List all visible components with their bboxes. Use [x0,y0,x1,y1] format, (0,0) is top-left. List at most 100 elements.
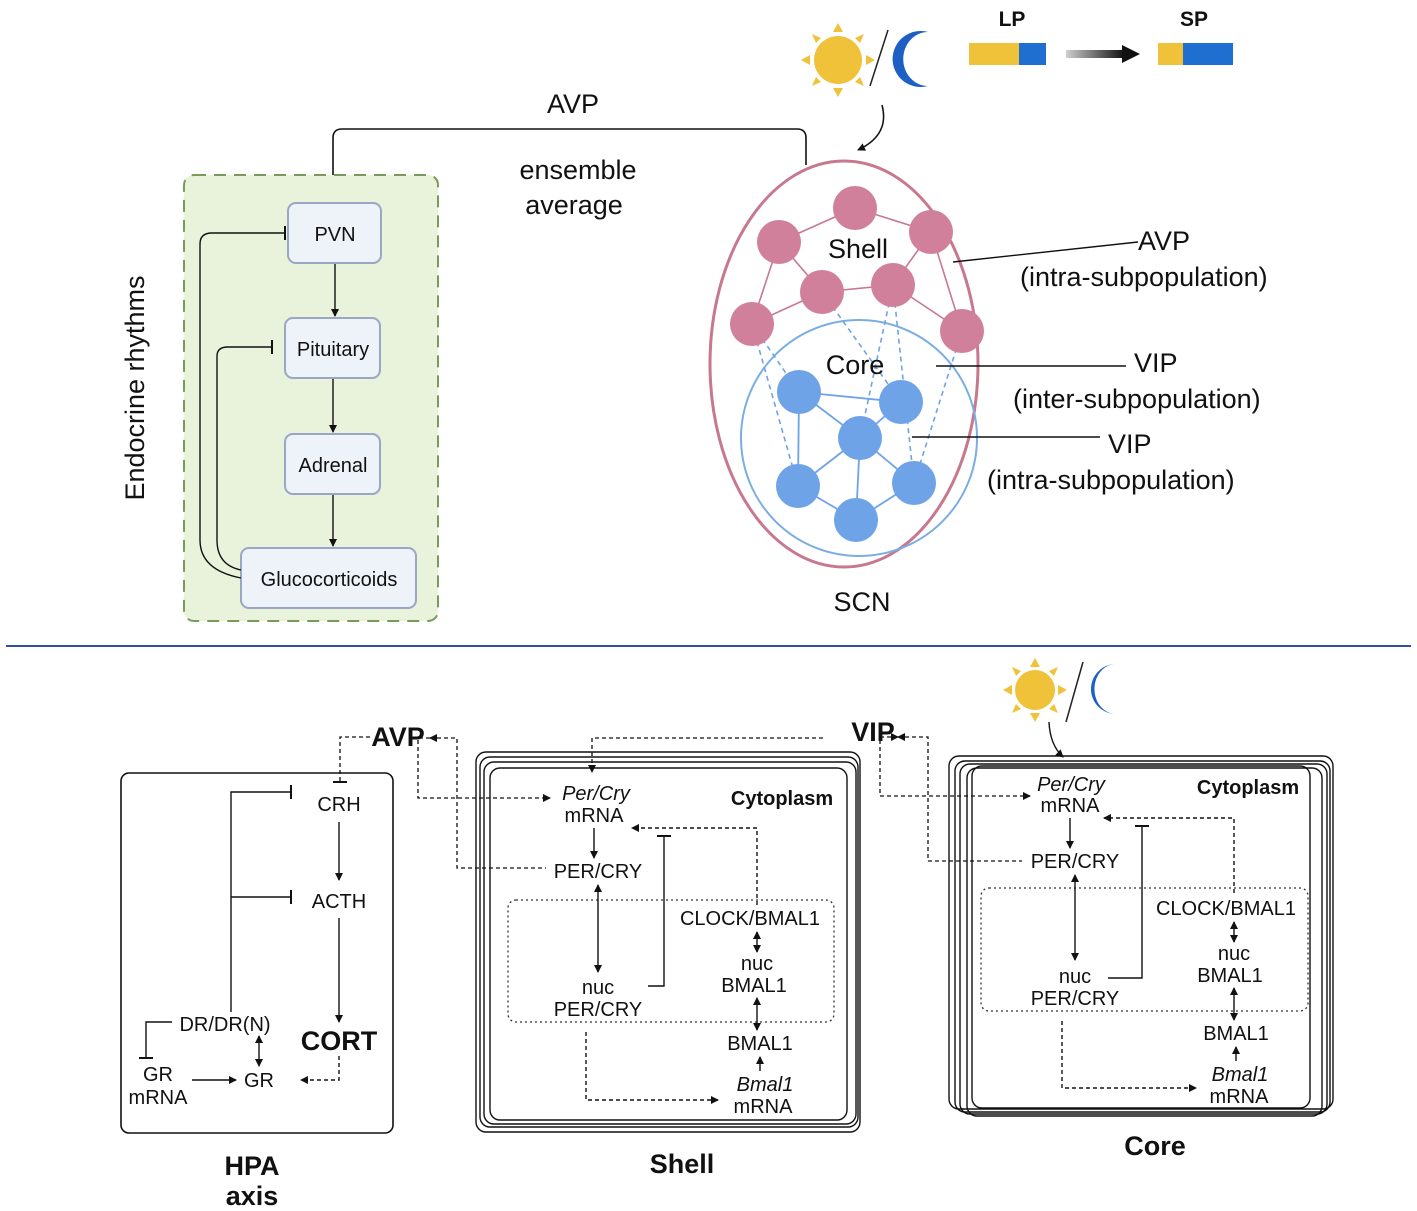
average-label: average [525,190,623,220]
shell-neuron [730,302,774,346]
sp-label: SP [1180,8,1208,31]
shell-neuron [757,220,801,264]
box-pvn: PVN [287,202,382,264]
pituitary-label: Pituitary [297,339,369,361]
core-neurons [776,370,936,542]
core-bmal1-mrna-2: mRNA [1210,1086,1270,1108]
shell-neurons [730,186,984,353]
core-bmal1: BMAL1 [1203,1023,1269,1045]
hpa-caption-1: HPA [224,1151,279,1181]
sun-icon [801,23,875,97]
core-bmal1-mrna-1: Bmal1 [1212,1064,1269,1086]
shell-neuron [940,309,984,353]
shell-per-cry: PER/CRY [554,861,643,883]
gr-mrna-label-1: GR [143,1064,173,1086]
annotation-avp-intra: AVP [1138,226,1190,256]
annotation-vip-inter: VIP [1134,348,1178,378]
vip-bottom-label: VIP [851,717,895,747]
lp-bar [969,43,1046,65]
core-neuron [777,370,821,414]
core-neuron [776,464,820,508]
annotation-avp-intra-sub: (intra-subpopulation) [1020,262,1268,292]
pvn-label: PVN [314,224,355,246]
sp-bar [1158,43,1233,65]
shell-cell-stack [475,751,861,1133]
shell-neuron [871,263,915,307]
scn-label: SCN [833,587,890,617]
core-neuron [879,380,923,424]
ensemble-label: ensemble [519,155,636,185]
shell-bmal1: BMAL1 [727,1033,793,1055]
shell-neuron [800,270,844,314]
shell-caption: Shell [650,1149,715,1179]
core-per-cry: PER/CRY [1031,851,1120,873]
shell-nuc-bmal1-2: BMAL1 [721,975,787,997]
hpa-axis-box [120,772,394,1134]
core-clock-bmal1: CLOCK/BMAL1 [1156,898,1296,920]
shell-cytoplasm-label: Cytoplasm [731,788,833,810]
core-per-cry-mrna-2: mRNA [1041,795,1101,817]
shell-nucleus [507,899,835,1023]
shell-clock-bmal1: CLOCK/BMAL1 [680,908,820,930]
moon-icon-bottom [1091,664,1116,714]
shell-label: Shell [828,234,888,264]
glucocorticoids-label: Glucocorticoids [261,569,398,591]
cort-label: CORT [301,1026,378,1056]
slash-divider-bottom [1065,661,1084,723]
shell-nuc-per-cry-2: PER/CRY [554,999,643,1021]
core-neuron [892,461,936,505]
dr-label: DR/DR(N) [179,1014,270,1036]
core-neuron [834,498,878,542]
avp-output-line [326,128,807,194]
shell-nuc-per-cry-1: nuc [582,977,614,999]
shell-per-cry-mrna-2: mRNA [565,805,625,827]
annotation-vip-inter-sub: (inter-subpopulation) [1013,384,1261,414]
box-adrenal: Adrenal [284,433,381,495]
shell-nuc-bmal1-1: nuc [741,953,773,975]
endocrine-rhythms-box [183,174,439,622]
hpa-top-arrows [199,226,339,579]
annotation-vip-intra: VIP [1108,429,1152,459]
box-glucocorticoids: Glucocorticoids [240,547,417,609]
core-nuc-per-cry-1: nuc [1059,966,1091,988]
core-outline [740,319,978,557]
light-input-arrow-bottom [1048,721,1064,758]
core-caption: Core [1124,1131,1186,1161]
gr-mrna-label-2: mRNA [129,1087,189,1109]
sun-icon-bottom [1003,658,1067,722]
lp-label: LP [999,8,1026,31]
photoperiod-arrow [1066,45,1140,63]
core-nuc-bmal1-2: BMAL1 [1197,965,1263,987]
gr-label: GR [244,1070,274,1092]
scn-outline [708,159,980,569]
vip-signal-arrows [879,733,1031,862]
slash-divider [869,29,889,87]
core-pathway-arrows [1061,814,1240,1092]
core-nuc-bmal1-1: nuc [1218,943,1250,965]
core-cytoplasm-label: Cytoplasm [1197,777,1299,799]
core-cell-stack [948,755,1334,1117]
shell-pathway-arrows [585,824,764,1104]
avp-bottom-label: AVP [371,722,425,752]
endocrine-rhythms-title: Endocrine rhythms [120,275,150,500]
acth-label: ACTH [312,891,366,913]
hpa-bottom-arrows [139,785,343,1084]
moon-icon [892,31,928,87]
core-per-cry-mrna-1: Per/Cry [1037,774,1106,796]
light-input-arrow [857,104,885,151]
annotation-vip-intra-sub: (intra-subpopulation) [987,465,1235,495]
shell-bmal1-mrna-1: Bmal1 [737,1074,794,1096]
shell-bmal1-mrna-2: mRNA [734,1096,794,1118]
annotation-lines [912,241,1139,438]
core-nucleus [980,887,1309,1012]
avp-signal-arrows [333,734,823,869]
box-pituitary: Pituitary [284,317,381,379]
core-nuc-per-cry-2: PER/CRY [1031,988,1120,1010]
core-neuron [838,416,882,460]
shell-neuron [833,186,877,230]
avp-top-label: AVP [547,89,599,119]
core-label: Core [826,350,885,380]
adrenal-label: Adrenal [299,455,368,477]
hpa-caption-2: axis [226,1181,279,1211]
